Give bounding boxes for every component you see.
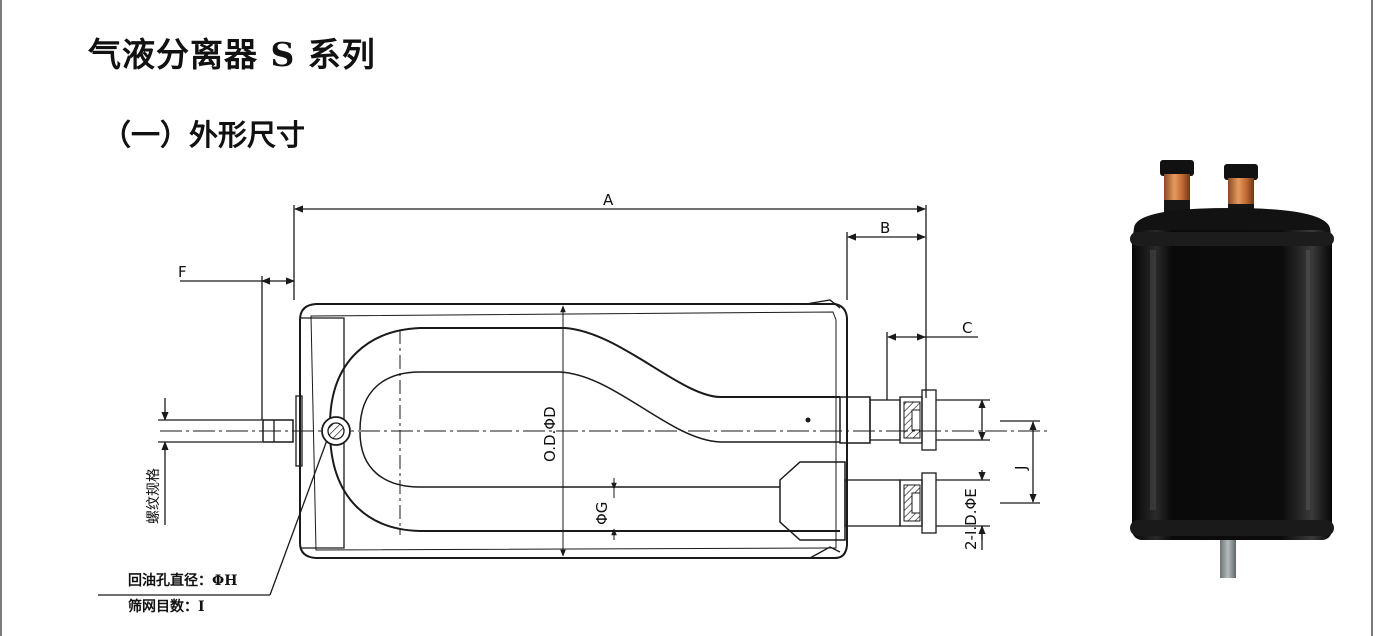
dim-label-g: ΦG [593,502,611,525]
dim-label-b: B [880,219,890,237]
note-mesh: 筛网目数：I [128,598,205,615]
technical-drawing: A B C F J O.D.ΦD ΦG 2-I.D.ΦE 螺纹规格 回油孔直径：… [98,191,1050,615]
note-oil-hole: 回油孔直径：ΦH [128,572,237,589]
dim-label-a: A [603,191,614,209]
dim-label-od: O.D.ΦD [541,406,559,462]
dim-label-c: C [962,319,972,337]
page-title: 气液分离器 S 系列 [88,35,376,74]
dim-label-thread: 螺纹规格 [146,468,162,524]
dim-label-e: 2-I.D.ΦE [962,488,980,550]
dim-label-f: F [178,263,187,281]
section-heading: （一）外形尺寸 [102,118,306,152]
dim-label-j: J [1012,466,1030,471]
product-photo [1130,160,1334,578]
